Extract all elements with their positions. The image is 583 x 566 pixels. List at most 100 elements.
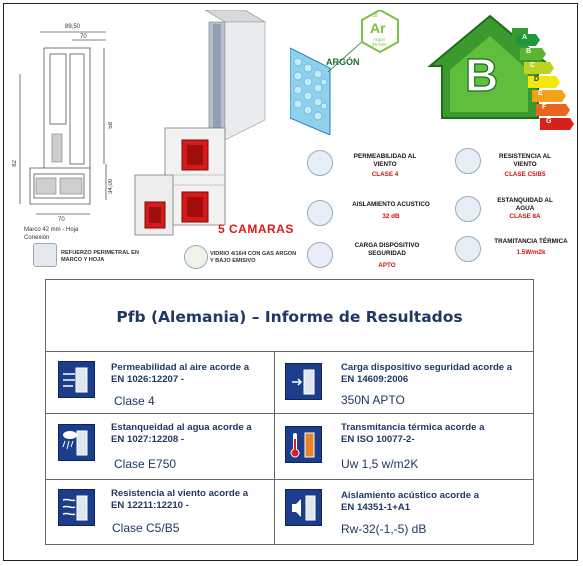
carga-label: Carga dispositivo seguridad acorde a EN …: [341, 362, 512, 386]
feature-carga-line-2: SEGURIDAD: [368, 249, 406, 257]
permeabilidad-value: Clase 4: [114, 394, 155, 408]
scale-b: B: [526, 48, 532, 55]
feature-estanquidad-title: ESTANQUIDAD AL AGUA: [486, 197, 564, 212]
table-row: Resistencia al viento acorde a EN 12211:…: [46, 480, 274, 544]
scale-g: G: [546, 118, 552, 125]
carga-label-line-1: Carga dispositivo seguridad acorde a: [341, 362, 513, 373]
transmitancia-label-line-1: Transmitancia térmica acorde a: [341, 422, 485, 433]
results-table-title: Pfb (Alemania) – Informe de Resultados: [116, 308, 463, 326]
speaker-icon: [285, 489, 322, 526]
thermometer-icon: [455, 236, 481, 262]
scale-c: C: [530, 62, 536, 69]
glazing-caption: VIDRIO 4/16/4 CON GAS ARGON Y BAJO EMISI…: [210, 251, 296, 265]
energy-house-icon: [427, 14, 574, 130]
argon-element-name: Argon: [373, 37, 386, 42]
feature-permeabilidad-line-1: PERMEABILIDAD AL: [353, 153, 417, 160]
dimension-height-lower: 34,00: [108, 179, 114, 195]
resistencia-label: Resistencia al viento acorde a EN 12211:…: [111, 488, 248, 512]
dimension-height-total: 82: [12, 160, 18, 167]
feature-resistencia-line-2: VIENTO: [513, 160, 537, 168]
speaker-icon: [307, 200, 333, 226]
table-row-divider-1: [46, 413, 533, 414]
scale-a: A: [522, 34, 528, 41]
profile-3d-section: [125, 9, 280, 245]
transmitancia-label: Transmitancia térmica acorde a EN ISO 10…: [341, 422, 484, 446]
table-row: Aislamiento acústico acorde a EN 14351-1…: [275, 480, 533, 544]
reinforcement-icon: [33, 243, 57, 267]
table-row: Transmitancia térmica acorde a EN ISO 10…: [275, 414, 533, 479]
reinforcement-caption-line-2: MARCO Y HOJA: [61, 257, 105, 263]
scale-f: F: [542, 104, 547, 111]
reinforcement-caption: REFUERZO PERIMETRAL EN MARCO Y HOJA: [61, 250, 139, 264]
glazing-caption-line-1: VIDRIO 4/16/4 CON GAS ARGON: [210, 251, 297, 257]
table-row-divider-2: [46, 479, 533, 480]
energy-class: B: [464, 48, 499, 101]
feature-resistencia-value: CLASE C5/B5: [504, 171, 546, 178]
argon-number: 18: [372, 13, 378, 19]
chambers-label: 5 CAMARAS: [218, 222, 294, 236]
wind-pressure-icon: [455, 148, 481, 174]
energy-efficiency-label: A B C D E F G B: [420, 8, 575, 133]
section-drawing-icon: [19, 31, 107, 215]
rain-icon: [58, 424, 95, 461]
feature-permeabilidad-value: CLASE 4: [371, 171, 399, 178]
glazing-icon: [184, 245, 208, 269]
glazing-caption-line-2: Y BAJO EMISIVO: [210, 258, 256, 264]
results-table-header: Pfb (Alemania) – Informe de Resultados: [46, 280, 533, 352]
feature-permeabilidad-line-2: VIENTO: [373, 160, 397, 168]
argon-glass-illustration: 18 Ar Argon 39.948: [289, 8, 400, 136]
argon-symbol: Ar: [370, 20, 386, 36]
feature-termica-title: TRAMITANCIA TÉRMICA: [486, 238, 576, 246]
estanqueidad-label-line-1: Estanqueidad al agua acorde a: [111, 422, 252, 433]
feature-acustico-title: AISLAMIENTO ACUSTICO: [337, 201, 445, 209]
feature-resistencia-title: RESISTENCIA AL VIENTO: [486, 153, 564, 168]
feature-estanquidad-line-1: ESTANQUIDAD AL: [497, 197, 553, 204]
resistencia-value: Clase C5/B5: [112, 521, 180, 535]
feature-permeabilidad-title: PERMEABILIDAD AL VIENTO: [337, 153, 433, 168]
table-row: Estanqueidad al agua acorde a EN 1027:12…: [46, 414, 274, 479]
scale-d: D: [534, 76, 540, 83]
acustico-label: Aislamiento acústico acorde a EN 14351-1…: [341, 490, 479, 514]
rain-icon: [455, 196, 481, 222]
feature-carga-title: CARGA DISPOSITIVO SEGURIDAD: [337, 242, 437, 257]
dimension-width-bottom: 70: [58, 217, 65, 223]
wind-window-icon: [307, 150, 333, 176]
feature-termica-value: 1.5W/m2k: [516, 249, 546, 256]
dimension-width-inner: 70: [80, 34, 87, 40]
permeabilidad-label-line-2: EN 1026:12207 -: [111, 374, 185, 385]
wind-pressure-icon: [58, 489, 95, 526]
results-table: Pfb (Alemania) – Informe de Resultados P…: [45, 279, 534, 545]
table-row: Permeabilidad al aire acorde a EN 1026:1…: [46, 352, 274, 413]
feature-resistencia-line-1: RESISTENCIA AL: [498, 153, 551, 160]
transmitancia-label-line-2: EN ISO 10077-2-: [341, 434, 415, 445]
feature-carga-line-1: CARGA DISPOSITIVO: [354, 242, 420, 249]
dimension-width-top: 89,50: [65, 24, 81, 30]
table-column-divider: [274, 351, 275, 544]
thermometer-icon: [285, 426, 322, 463]
acustico-label-line-1: Aislamiento acústico acorde a: [341, 490, 480, 501]
resistencia-label-line-2: EN 12211:12210 -: [111, 500, 189, 511]
dimension-height-upper: 58: [108, 122, 114, 129]
estanqueidad-value: Clase E750: [114, 457, 177, 471]
argon-mass: 39.948: [372, 42, 386, 47]
page-frame: [3, 3, 578, 561]
argon-label: ARGÓN: [326, 57, 360, 67]
acustico-value: Rw-32(-1,-5) dB: [341, 522, 427, 536]
feature-termica-line-1: TRAMITANCIA TÉRMICA: [494, 238, 568, 245]
feature-acustico-value: 32 dB: [382, 213, 400, 220]
feature-estanquidad-value: CLASE 8A: [509, 213, 541, 220]
resistencia-label-line-1: Resistencia al viento acorde a: [111, 488, 249, 499]
argon-glass-icon: [289, 8, 399, 136]
pvc-profile-icon: [134, 9, 267, 236]
feature-carga-value: APTO: [378, 262, 396, 269]
acustico-label-line-2: EN 14351-1+A1: [341, 502, 411, 513]
transmitancia-value: Uw 1,5 w/m2K: [341, 457, 419, 471]
carga-label-line-2: EN 14609:2006: [341, 374, 409, 385]
reinforcement-caption-line-1: REFUERZO PERIMETRAL EN: [61, 250, 139, 256]
permeabilidad-label: Permeabilidad al aire acorde a EN 1026:1…: [111, 362, 249, 386]
door-arrow-icon: [285, 363, 322, 400]
estanqueidad-label: Estanqueidad al agua acorde a EN 1027:12…: [111, 422, 252, 446]
drawing-caption: Marco 42 mm - Hoja Conexión: [24, 226, 78, 242]
table-row: Carga dispositivo seguridad acorde a EN …: [275, 352, 533, 413]
door-arrow-icon: [307, 242, 333, 268]
